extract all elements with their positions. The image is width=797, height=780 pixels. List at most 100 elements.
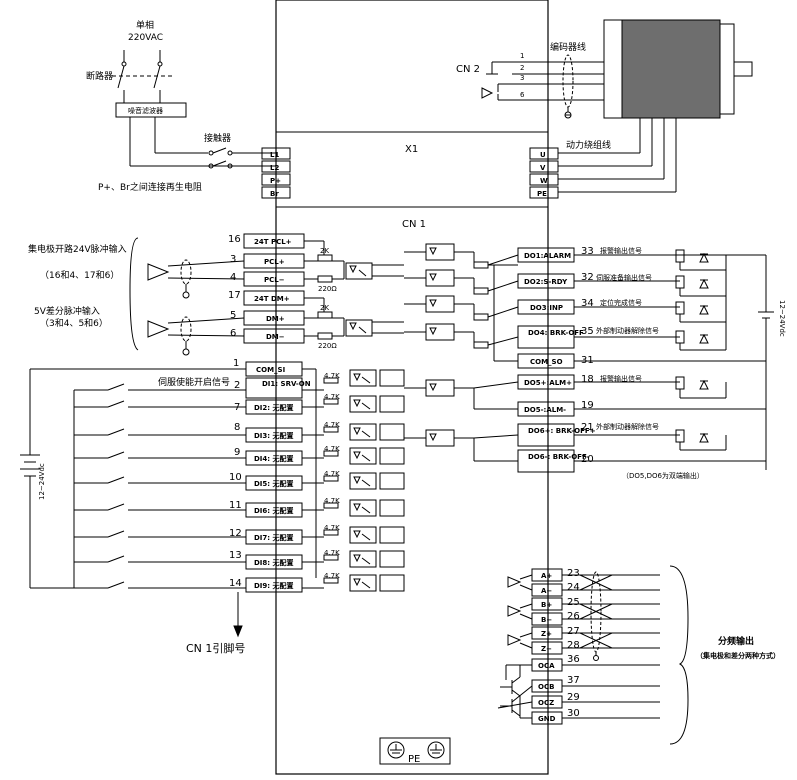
r47k-9: 4.7K: [324, 572, 340, 580]
x1-left-terminals: L1 L2 P+ Br: [261, 147, 291, 199]
pin-32: 32: [581, 272, 594, 283]
r47k-3: 4.7K: [324, 421, 340, 429]
encoder-pin-1: 1: [520, 52, 524, 60]
pin-2: 2: [234, 380, 240, 391]
pcl-24t-label: 24T PCL+: [254, 238, 292, 246]
pcl-minus-label: PCL−: [264, 276, 285, 284]
pin-25: 25: [567, 597, 580, 608]
terminal-l1: L1: [270, 151, 279, 159]
pin-10: 10: [229, 472, 242, 483]
pe-label: PE: [408, 754, 420, 765]
enc-b-plus: B+: [541, 601, 552, 609]
pin-18: 18: [581, 374, 594, 385]
pin-30: 30: [567, 708, 580, 719]
pin-ref-label: CN 1引脚号: [186, 641, 245, 655]
cn1-title: CN 1: [402, 219, 426, 230]
r47k-6: 4.7K: [324, 497, 340, 505]
pin-34: 34: [581, 298, 594, 309]
pcl-plus-label: PCL+: [264, 258, 285, 266]
pin-26: 26: [567, 611, 580, 622]
pin-11: 11: [229, 500, 242, 511]
do2-label: DO2:S-RDY: [524, 278, 568, 286]
pin-13: 13: [229, 550, 242, 561]
pin-9: 9: [234, 447, 240, 458]
do6m-label: DO6-: BRK-OFF-: [528, 453, 590, 461]
digital-outputs: DO1:ALARM 33 报警输出信号 DO2:S-RDY 32 伺服准备输出信…: [404, 243, 786, 480]
oca-label: OCA: [538, 662, 555, 670]
pin-29: 29: [567, 692, 580, 703]
dm-plus-label: DM+: [266, 315, 285, 323]
x1-title: X1: [405, 144, 418, 155]
enc-z-minus: Z−: [541, 645, 552, 653]
do6-note: 外部制动器解除信号: [596, 422, 659, 431]
di1-label: DI1: SRV-ON: [262, 380, 311, 388]
do3-note: 定位完成信号: [600, 298, 642, 307]
do5m-label: DO5-:ALM-: [524, 406, 566, 414]
enc-z-plus: Z+: [541, 630, 552, 638]
power-supply: 单相 220VAC 断路器 噪音滤波器 接触器 P+、Br之间连接再生电阻: [86, 19, 276, 193]
enc-a-plus: A+: [541, 572, 552, 580]
resistor-2k-b: 2K: [320, 304, 329, 312]
terminal-pe: PE: [537, 190, 547, 198]
r47k-1: 4.7K: [324, 372, 340, 380]
r47k-5: 4.7K: [324, 470, 340, 478]
divider-outputs: A+ A− B+ B− Z+ Z− 23 24 25 26 27 28 分频输出…: [507, 565, 780, 745]
servo-motor: [603, 19, 753, 119]
pin-36: 36: [567, 654, 580, 665]
contactor-label: 接触器: [204, 132, 231, 144]
di3-label: DI3: 无配置: [254, 431, 294, 440]
drive-body: [275, 0, 549, 775]
divider-title: 分频输出: [718, 635, 754, 647]
do1-label: DO1:ALARM: [524, 252, 571, 260]
breaker-label: 断路器: [86, 70, 113, 82]
input-optocouplers: 4.7K 4.7K 4.7K 4.7K 4.7K 4.7K 4.7K 4.7K …: [302, 369, 405, 592]
encoder-pin-2: 2: [520, 64, 524, 72]
do2-note: 伺服准备输出信号: [596, 273, 652, 282]
output-supply-label: 12~24Vdc: [778, 300, 786, 337]
voltage-label: 220VAC: [128, 33, 163, 43]
do1-note: 报警输出信号: [600, 246, 642, 255]
pin-1: 1: [233, 358, 239, 369]
enc-a-minus: A−: [541, 587, 552, 595]
pulse-5v-title: 5V差分脉冲输入: [34, 305, 100, 317]
r47k-4: 4.7K: [324, 445, 340, 453]
gnd-label: GND: [538, 715, 556, 723]
do3-label: DO3:INP: [530, 304, 563, 312]
pin-14: 14: [229, 578, 242, 589]
pin-19: 19: [581, 400, 594, 411]
di6-label: DI6: 无配置: [254, 506, 294, 515]
pin-35: 35: [581, 326, 594, 337]
cn2-label: CN 2: [456, 64, 480, 75]
encoder-cn2: CN 2 编码器线 1 2 3 6: [456, 41, 604, 119]
encoder-wiring-label: 编码器线: [550, 41, 586, 53]
di5-label: DI5: 无配置: [254, 479, 294, 488]
terminal-v: V: [540, 164, 546, 172]
pulse-inputs: 集电极开路24V脉冲输入 （16和4、17和6） 5V差分脉冲输入 （3和4、5…: [28, 233, 404, 356]
pulse-24v-title: 集电极开路24V脉冲输入: [28, 243, 127, 255]
resistor-2k-a: 2K: [320, 247, 329, 255]
terminal-p: P+: [270, 177, 281, 185]
encoder-pin-6: 6: [520, 91, 525, 99]
pin-24: 24: [567, 582, 580, 593]
di4-label: DI4: 无配置: [254, 454, 294, 463]
pulse-5v-pins: （3和4、5和6）: [40, 318, 108, 329]
pin-4: 4: [230, 272, 236, 283]
filter-label: 噪音滤波器: [128, 106, 163, 115]
com-si-label: COM_SI: [256, 366, 285, 374]
terminal-w: W: [540, 177, 548, 185]
pe-ground: PE: [379, 737, 451, 765]
single-phase-label: 单相: [136, 19, 154, 31]
resistor-220-a: 220Ω: [318, 285, 337, 293]
terminal-u: U: [540, 151, 546, 159]
pin-20: 20: [581, 454, 594, 465]
pin-5: 5: [230, 310, 236, 321]
ocb-label: OCB: [538, 683, 554, 691]
pin-37: 37: [567, 675, 580, 686]
di9-label: DI9: 无配置: [254, 581, 294, 590]
r47k-2: 4.7K: [324, 393, 340, 401]
di7-label: DI7: 无配置: [254, 533, 294, 542]
dm-minus-label: DM−: [266, 333, 285, 341]
encoder-pin-3: 3: [520, 74, 524, 82]
do5p-label: DO5+:ALM+: [524, 379, 572, 387]
